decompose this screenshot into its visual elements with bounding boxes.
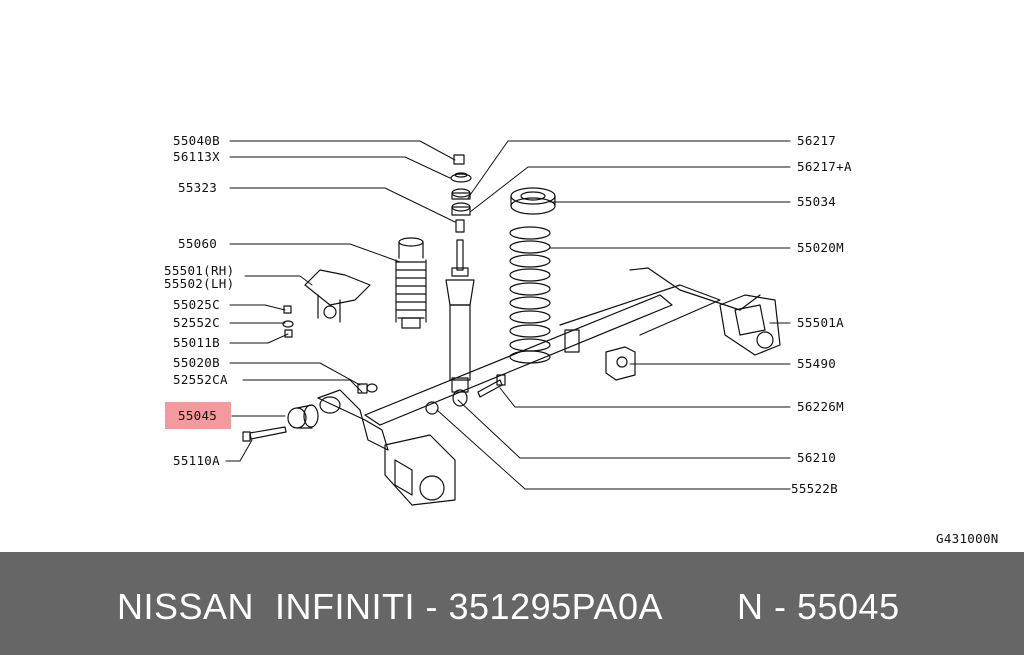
label-55110A: 55110A <box>173 453 220 468</box>
small-fasteners <box>282 305 378 394</box>
label-55011B: 55011B <box>173 335 220 350</box>
suspension-drawing <box>225 140 791 506</box>
label-55501A: 55501A <box>797 315 844 330</box>
strut-mount-hardware <box>450 154 472 233</box>
label-55040B: 55040B <box>173 133 220 148</box>
label-52552C: 52552C <box>173 315 220 330</box>
bolt-55110A <box>242 426 287 442</box>
label-55034: 55034 <box>797 194 837 209</box>
right-bracket <box>719 294 781 356</box>
axle-beam <box>364 267 761 426</box>
label-56217-a: 56217+A <box>797 159 852 174</box>
label-56113X: 56113X <box>173 149 220 164</box>
label-55020B: 55020B <box>173 355 220 370</box>
shock-absorber <box>445 239 475 393</box>
footer-catalog-number: N - 55045 <box>737 586 900 627</box>
highlight-55045 <box>165 402 231 429</box>
label-56217: 56217 <box>797 133 837 148</box>
label-56210: 56210 <box>797 450 837 465</box>
label-56226M: 56226M <box>797 399 844 414</box>
label-55323: 55323 <box>178 180 218 195</box>
upper-bracket <box>304 269 371 323</box>
label-55060: 55060 <box>178 236 218 251</box>
label-52552CA: 52552CA <box>173 372 228 387</box>
diagram-code: G431000N <box>936 531 999 546</box>
label-55490: 55490 <box>797 356 837 371</box>
bolt-56226M <box>477 374 506 398</box>
bushing-55490 <box>605 346 636 381</box>
bushing-55045 <box>287 404 319 429</box>
parts-diagram: 55040B 56113X 55323 55060 55501(RH) 5550… <box>164 133 999 546</box>
label-55025C: 55025C <box>173 297 220 312</box>
trailing-arm <box>317 389 468 506</box>
label-55501-rh: 55501(RH) <box>164 263 235 278</box>
label-55502-lh: 55502(LH) <box>164 276 235 291</box>
label-55020M: 55020M <box>797 240 844 255</box>
footer-brand-partnumber: NISSAN INFINITI - 351295PA0A <box>117 586 664 627</box>
leader-lines-right <box>436 140 791 490</box>
leader-lines-left <box>225 140 456 462</box>
label-55045: 55045 <box>178 408 218 423</box>
footer-bar: NISSAN INFINITI - 351295PA0A N - 55045 <box>0 552 1024 655</box>
spring-seat <box>510 187 556 215</box>
label-55522B: 55522B <box>791 481 838 496</box>
bump-boot <box>395 237 427 329</box>
